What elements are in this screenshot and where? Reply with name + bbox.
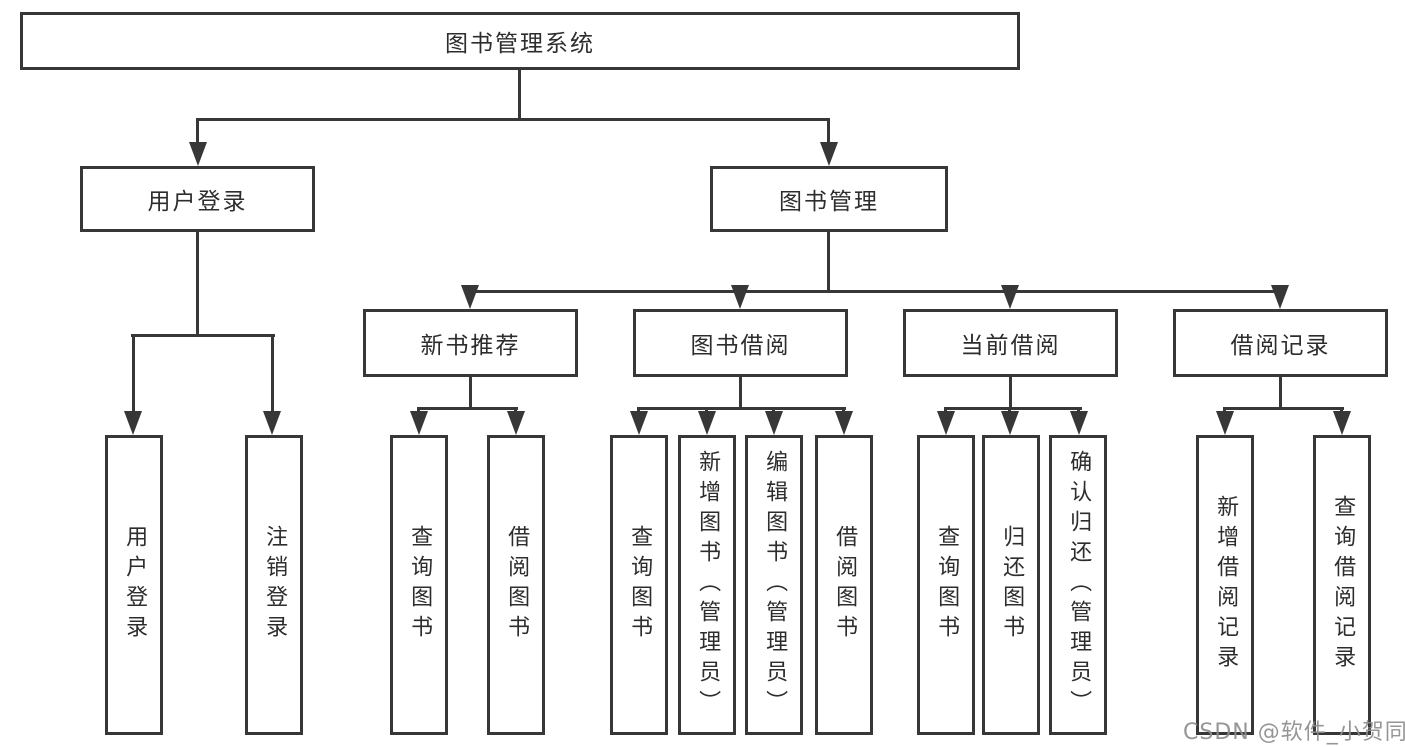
arrow-down-icon	[507, 411, 525, 435]
leaf-label: 查询图书	[934, 525, 960, 645]
leaf-label: 归还图书	[999, 525, 1025, 645]
leaf-label: 查询借阅记录	[1330, 495, 1356, 675]
arrow-down-icon	[263, 411, 281, 435]
arrow-down-icon	[1001, 411, 1019, 435]
connector-line	[271, 334, 274, 414]
connector-line	[196, 118, 830, 121]
node-label: 图书管理	[779, 189, 879, 215]
connector-line	[417, 407, 518, 410]
arrow-down-icon	[1216, 411, 1234, 435]
arrow-down-icon	[820, 142, 838, 166]
connector-line	[827, 232, 830, 293]
leaf-label: 新增借阅记录	[1213, 495, 1239, 675]
arrow-down-icon	[731, 285, 749, 309]
node-current-borrow: 当前借阅	[903, 309, 1118, 377]
leaf-label: 编辑图书（管理员）	[762, 450, 788, 720]
node-label: 借阅记录	[1230, 333, 1331, 359]
leaf-label: 注销登录	[262, 525, 288, 645]
node-borrow-record: 借阅记录	[1173, 309, 1388, 377]
arrow-down-icon	[630, 411, 648, 435]
leaf-query-books: 查询图书	[390, 435, 448, 735]
leaf-label: 用户登录	[122, 525, 148, 645]
leaf-return-book: 归还图书	[982, 435, 1040, 735]
connector-line	[944, 407, 1082, 410]
connector-line	[132, 334, 135, 414]
connector-line	[469, 290, 1282, 293]
leaf-query-books: 查询图书	[917, 435, 975, 735]
connector-line	[1223, 407, 1344, 410]
arrow-down-icon	[937, 411, 955, 435]
leaf-add-borrow-record: 新增借阅记录	[1196, 435, 1254, 735]
arrow-down-icon	[1001, 285, 1019, 309]
leaf-add-book-admin: 新增图书（管理员）	[678, 435, 736, 735]
leaf-label: 借阅图书	[832, 525, 858, 645]
leaf-edit-book-admin: 编辑图书（管理员）	[745, 435, 803, 735]
arrow-down-icon	[189, 142, 207, 166]
node-new-book-recommend: 新书推荐	[363, 309, 578, 377]
arrow-down-icon	[124, 411, 142, 435]
arrow-down-icon	[461, 285, 479, 309]
connector-line	[469, 377, 472, 410]
connector-line	[637, 407, 846, 410]
leaf-logout: 注销登录	[245, 435, 303, 735]
leaf-user-login: 用户登录	[105, 435, 163, 735]
arrow-down-icon	[410, 411, 428, 435]
leaf-label: 查询图书	[627, 525, 653, 645]
arrow-down-icon	[1070, 411, 1088, 435]
node-book-management: 图书管理	[710, 166, 948, 232]
arrow-down-icon	[1271, 285, 1289, 309]
connector-line	[196, 232, 199, 337]
node-label: 用户登录	[147, 189, 248, 215]
node-label: 图书管理系统	[445, 31, 595, 57]
node-label: 图书借阅	[690, 333, 791, 359]
connector-line	[518, 70, 521, 121]
arrow-down-icon	[1333, 411, 1351, 435]
leaf-borrow-books: 借阅图书	[815, 435, 873, 735]
connector-line	[739, 377, 742, 410]
connector-line	[827, 118, 830, 146]
leaf-query-books: 查询图书	[610, 435, 668, 735]
leaf-label: 确认归还（管理员）	[1066, 450, 1092, 720]
node-user-login: 用户登录	[80, 166, 315, 232]
connector-line	[131, 334, 275, 337]
node-label: 新书推荐	[420, 333, 521, 359]
node-label: 当前借阅	[960, 333, 1061, 359]
csdn-watermark: CSDN @软件_小贺同学	[1183, 720, 1405, 745]
leaf-label: 查询图书	[407, 525, 433, 645]
leaf-label: 新增图书（管理员）	[695, 450, 721, 720]
leaf-query-borrow-record: 查询借阅记录	[1313, 435, 1371, 735]
connector-line	[1009, 377, 1012, 410]
connector-line	[1279, 377, 1282, 410]
arrow-down-icon	[835, 411, 853, 435]
arrow-down-icon	[765, 411, 783, 435]
leaf-label: 借阅图书	[504, 525, 530, 645]
arrow-down-icon	[698, 411, 716, 435]
connector-line	[196, 118, 199, 146]
leaf-confirm-return-admin: 确认归还（管理员）	[1049, 435, 1107, 735]
leaf-borrow-books: 借阅图书	[487, 435, 545, 735]
node-root-system: 图书管理系统	[20, 12, 1020, 70]
node-book-borrow: 图书借阅	[633, 309, 848, 377]
